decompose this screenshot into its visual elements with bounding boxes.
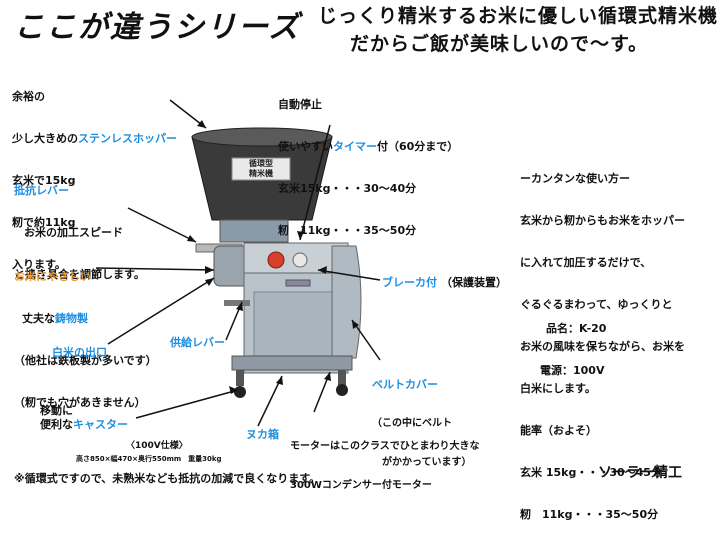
hopper-callout: 余裕の 少し大きめのステンレスホッパー 玄米で15kg 籾で約11kg 入ります… xyxy=(12,62,177,286)
belt-note-2: がかかっています） xyxy=(382,457,472,468)
belt-cover-title: ベルトカバー xyxy=(372,378,438,391)
gentle-line-2: （他社は鉄板製が多いです） xyxy=(14,354,157,367)
hopper-highlight: ステンレスホッパー xyxy=(78,132,177,145)
how-to-line-2: に入れて加圧するだけで、 xyxy=(520,256,652,269)
nameplate-line-2: 精米機 xyxy=(249,169,273,178)
caster-line-2-pre: 便利な xyxy=(40,418,73,431)
lever-callout: 抵抗レバー お米の加工スピード と搗き具合を調節します。 xyxy=(14,156,145,296)
gentle-line-1: 丈夫な鋳物製 xyxy=(14,312,157,326)
timer-callout: 自動停止 使いやすいタイマー付（60分まで） 玄米15kg・・・30〜40分 籾… xyxy=(278,70,458,252)
timer-line-1: 自動停止 xyxy=(278,98,322,111)
timer-line-2: 使いやすいタイマー付（60分まで） xyxy=(278,140,458,154)
gentle-line-3: （籾でも穴があきません） xyxy=(14,396,146,409)
breaker-note: （保護装置） xyxy=(441,276,507,289)
caster-highlight: キャスター xyxy=(73,418,128,431)
nameplate-line-1: 循環型 xyxy=(249,159,273,168)
outlet-label: 白米の出口 xyxy=(52,346,107,359)
motor-line-2: 300Wコンデンサー付モーター xyxy=(290,480,432,491)
capacity-title: 能率（およそ） xyxy=(520,424,597,437)
spec-model: 品名：K-20 xyxy=(546,322,607,335)
hopper-line-4: 籾で約11kg xyxy=(12,216,76,229)
hopper-line-5: 入ります。 xyxy=(12,258,66,271)
timer-line-2-post: 付（60分まで） xyxy=(377,140,459,153)
timer-line-4: 籾 11kg・・・35〜50分 xyxy=(278,224,417,237)
hopper-line-3: 玄米で15kg xyxy=(12,174,76,187)
hopper-line-2: 少し大きめのステンレスホッパー xyxy=(12,132,177,146)
timer-line-2-pre: 使いやすい xyxy=(278,140,333,153)
gentle-title: お米にやさしい xyxy=(14,270,91,283)
lever-line-1: お米の加工スピード xyxy=(24,226,123,239)
capacity-line-2: 籾 11kg・・・35〜50分 xyxy=(520,508,659,521)
capacity-line-1: 玄米 15kg・・・30〜45分 xyxy=(520,466,662,479)
spec-block: 品名：K-20 電源：100V xyxy=(540,294,606,392)
motor-label: モーターはこのクラスでひとまわり大きな 300Wコンデンサー付モーター xyxy=(290,414,480,505)
caster-label: 移動に 便利なキャスター xyxy=(40,404,128,432)
dimensions: 高さ850×幅470×奥行550mm 重量30kg xyxy=(76,455,222,463)
timer-highlight: タイマー xyxy=(333,140,377,153)
how-to-line-5: 白米にします。 xyxy=(520,382,596,395)
motor-line-1: モーターはこのクラスでひとまわり大きな xyxy=(290,441,480,452)
lever-title: 抵抗レバー xyxy=(14,184,69,197)
how-to-line-4: お米の風味を保ちながら、お米を xyxy=(520,340,685,353)
footer-note: ※循環式ですので、未熟米なども抵抗の加減で良くなります。 xyxy=(14,472,321,485)
how-to-title: ーカンタンな使い方ー xyxy=(520,172,630,185)
bran-box-label: ヌカ箱 xyxy=(246,428,279,441)
headline: じっくり精米するお米に優しい循環式精米機 だからご飯が美味しいので〜す。 xyxy=(318,2,718,58)
series-title: ここが違うシリーズ xyxy=(14,10,301,45)
hopper-line-2-pre: 少し大きめの xyxy=(12,132,78,145)
headline-line-2: だからご飯が美味しいので〜す。 xyxy=(350,33,649,55)
caster-line-1: 移動に xyxy=(40,404,73,417)
machine-nameplate: 循環型 精米機 xyxy=(236,159,286,179)
machine-illustration xyxy=(95,99,381,427)
caster-line-2: 便利なキャスター xyxy=(40,418,128,432)
lever-line-2: と搗き具合を調節します。 xyxy=(14,268,145,281)
how-to-line-3: ぐるぐるまわって、ゆっくりと xyxy=(520,298,673,311)
hopper-line-1: 余裕の xyxy=(12,90,45,103)
company-name: ソーラー精工 xyxy=(598,465,682,481)
belt-cover-label: ベルトカバー （この中にベルト がかかっています） xyxy=(372,352,472,482)
belt-note-1: （この中にベルト xyxy=(372,418,452,429)
headline-line-1: じっくり精米するお米に優しい循環式精米機 xyxy=(318,5,719,27)
spec-title: 〈100V仕様〉 xyxy=(126,441,188,451)
cast-iron-callout: お米にやさしい 丈夫な鋳物製 （他社は鉄板製が多いです） （籾でも穴があきません… xyxy=(14,242,157,424)
cast-iron-highlight: 鋳物製 xyxy=(55,312,88,325)
gentle-line-1-pre: 丈夫な xyxy=(22,312,55,325)
breaker-label-text: ブレーカ付 xyxy=(382,276,437,289)
feed-lever-label: 供給レバー xyxy=(170,336,225,349)
breaker-label: ブレーカ付 （保護装置） xyxy=(382,274,507,290)
timer-line-3: 玄米15kg・・・30〜40分 xyxy=(278,182,417,195)
spec-power: 電源：100V xyxy=(540,364,605,377)
how-to-line-1: 玄米から籾からもお米をホッパー xyxy=(520,214,685,227)
